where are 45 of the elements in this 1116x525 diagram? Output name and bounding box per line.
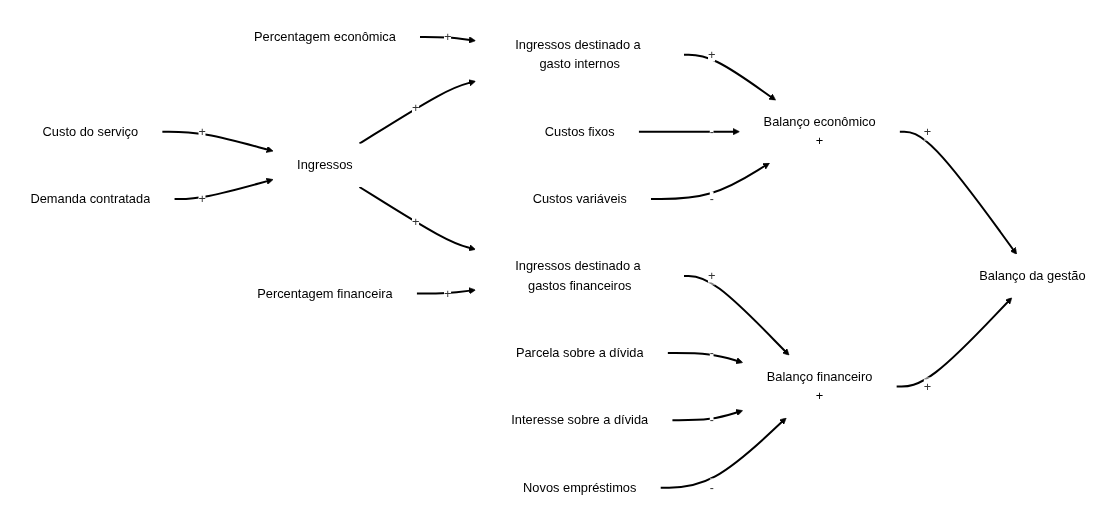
node-text: Custo do serviço: [42, 124, 139, 139]
edge-label: -: [709, 345, 714, 360]
edge-label: +: [708, 47, 716, 62]
node-text: Custos fixos: [544, 124, 615, 139]
arrow: [666, 352, 744, 365]
node-text: Percentagem financeira: [257, 286, 393, 301]
edge-label: -: [709, 480, 714, 495]
edge-label: -: [709, 191, 714, 206]
edge-label: +: [708, 268, 716, 283]
arrow: [682, 275, 790, 356]
node-text: Custos variáveis: [532, 191, 627, 206]
arrow: [659, 417, 787, 489]
arrow: [173, 178, 274, 201]
node-text: Balanço econômico +: [763, 114, 876, 148]
edge-label: +: [923, 124, 932, 139]
edge-label: -: [709, 413, 714, 427]
edge-label: +: [443, 30, 452, 44]
node-text: Interesse sobre a dívida: [511, 413, 649, 427]
node-text: Parcela sobre a dívida: [515, 345, 644, 360]
arrow: [418, 36, 476, 44]
node-text: Novos empréstimos: [523, 480, 637, 495]
arrow: [358, 79, 476, 145]
edge-label: +: [412, 101, 420, 115]
arrow: [898, 130, 1017, 255]
arrow: [649, 162, 770, 201]
edge-label: +: [198, 191, 206, 206]
arrow: [637, 128, 740, 136]
arrow: [358, 186, 476, 252]
arrow: [161, 130, 274, 153]
arrow: [415, 287, 476, 295]
edge-label: +: [198, 124, 206, 139]
edge-label: +: [412, 215, 420, 229]
arrow: [682, 53, 777, 101]
node-text: Ingressos: [297, 158, 353, 172]
node-text: Percentagem econômica: [253, 30, 396, 44]
edge-label: -: [709, 124, 714, 139]
node-text: Ingressos destinado a gastos financeiros: [515, 259, 641, 293]
node-text: Balanço da gestão: [979, 268, 1086, 283]
edge-label: +: [923, 379, 932, 394]
node-text: Demanda contratada: [30, 191, 151, 206]
edge-label: +: [443, 286, 452, 301]
arrow: [895, 297, 1013, 388]
node-text: Balanço financeiro +: [766, 369, 873, 403]
node-text: Ingressos destinado a gasto internos: [515, 38, 641, 71]
arrow: [671, 409, 744, 422]
